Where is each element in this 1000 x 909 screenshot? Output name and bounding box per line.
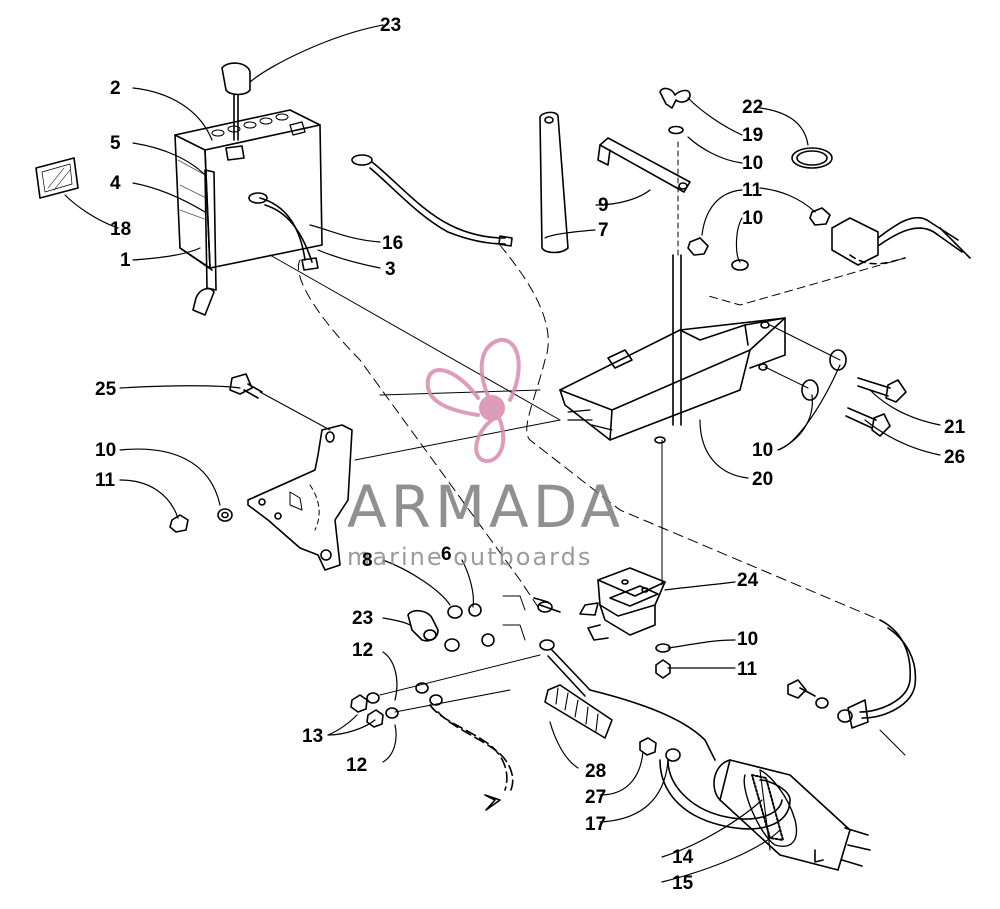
callout-10: 10 (742, 153, 764, 174)
ground-cable (787, 619, 917, 756)
callout-24: 24 (737, 570, 759, 591)
callout-14: 14 (672, 847, 694, 868)
bracket (597, 137, 691, 193)
callout-10: 10 (737, 629, 759, 650)
bolt (229, 373, 331, 431)
hold-down-bar (539, 111, 569, 254)
callout-11: 11 (737, 659, 758, 680)
callout-10: 10 (95, 440, 117, 461)
terminal-boot (407, 609, 439, 642)
callout-10: 10 (752, 440, 774, 461)
callout-11: 11 (742, 180, 763, 201)
battery-tray (559, 317, 786, 444)
protective-sleeve (544, 684, 613, 739)
callout-5: 5 (110, 133, 121, 154)
callout-1: 1 (120, 250, 131, 271)
watermark-brand: ARMADA (347, 473, 625, 541)
starter-cable (539, 639, 791, 830)
callout-15: 15 (672, 873, 694, 894)
battery (174, 109, 323, 271)
callout-28: 28 (585, 761, 607, 782)
callout-20: 20 (752, 469, 774, 490)
wing-nut-assembly (659, 87, 691, 426)
callout-8: 8 (362, 550, 373, 571)
callout-25: 25 (95, 379, 117, 400)
wire-clip (791, 147, 833, 169)
ground-lead (415, 682, 514, 811)
positive-cable (351, 154, 513, 247)
callout-23: 23 (352, 608, 374, 629)
callout-4: 4 (110, 173, 121, 194)
callout-13: 13 (302, 726, 324, 747)
decal (35, 157, 79, 199)
callout-21: 21 (944, 417, 966, 438)
callout-9: 9 (598, 195, 609, 216)
watermark-logo (425, 337, 521, 463)
mounting-plate (247, 424, 353, 571)
leader-lines (64, 24, 941, 883)
callout-26: 26 (944, 447, 966, 468)
starter-solenoid (579, 567, 666, 641)
callout-12: 12 (346, 755, 368, 776)
callout-7: 7 (598, 220, 609, 241)
callout-6: 6 (441, 544, 452, 565)
tray-bolts (764, 324, 907, 437)
callout-16: 16 (382, 233, 404, 254)
callout-10: 10 (742, 208, 764, 229)
callout-3: 3 (385, 259, 396, 280)
callout-27: 27 (585, 787, 607, 808)
callout-18: 18 (110, 219, 132, 240)
battery-cap (221, 62, 251, 161)
left-hardware (169, 508, 233, 533)
callout-23: 23 (380, 15, 402, 36)
callout-19: 19 (742, 125, 764, 146)
callout-2: 2 (110, 78, 121, 99)
callout-12: 12 (352, 640, 374, 661)
solenoid-hardware (444, 595, 671, 679)
battery-strap (192, 169, 217, 316)
connector-hardware (687, 207, 831, 271)
starter-motor (713, 759, 871, 871)
callout-17: 17 (585, 814, 607, 835)
callout-22: 22 (742, 97, 764, 118)
callout-11: 11 (95, 470, 116, 491)
negative-cable (248, 192, 319, 271)
watermark-tagline: marine outboards (347, 543, 593, 571)
connector-harness (704, 216, 971, 306)
starter-nut (639, 737, 681, 762)
ground-hardware (350, 654, 541, 728)
